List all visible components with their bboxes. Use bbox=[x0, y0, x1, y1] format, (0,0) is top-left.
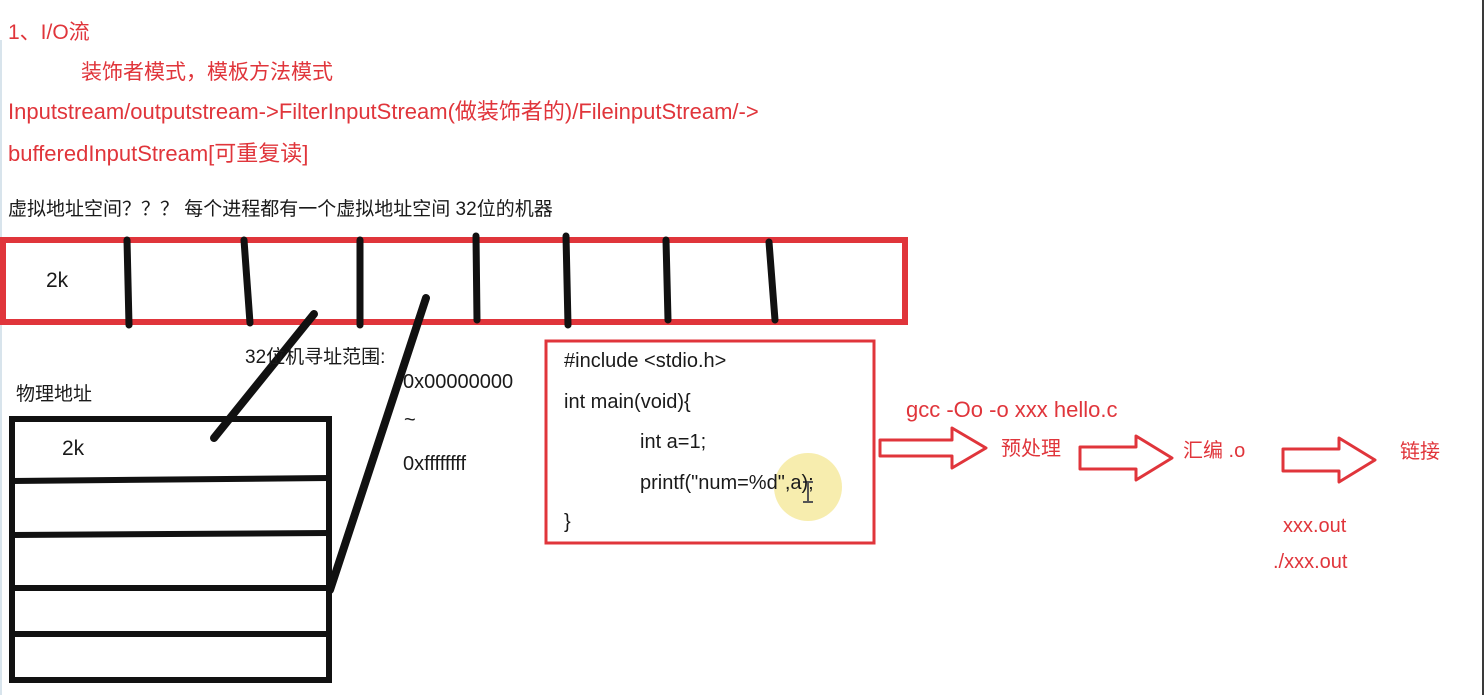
stream-line-1: Inputstream/outputstream->FilterInputStr… bbox=[8, 99, 759, 124]
arrow-icon bbox=[1281, 436, 1377, 484]
address-start: 0x00000000 bbox=[403, 371, 514, 393]
address-tilde: ~ bbox=[404, 409, 416, 431]
code-line-include: #include <stdio.h> bbox=[564, 350, 727, 372]
mapping-line bbox=[326, 294, 430, 594]
run-command: ./xxx.out bbox=[1273, 551, 1348, 573]
virtual-page-label: 2k bbox=[46, 269, 69, 292]
text-cursor-icon bbox=[803, 481, 813, 503]
physical-memory-box bbox=[9, 416, 332, 683]
stream-line-2: bufferedInputStream[可重复读] bbox=[8, 141, 309, 166]
virtual-divider bbox=[123, 236, 133, 329]
virtual-divider bbox=[472, 232, 481, 324]
virtual-address-question: 虚拟地址空间？？？ 每个进程都有一个虚拟地址空间 32位的机器 bbox=[8, 199, 553, 220]
physical-divider bbox=[11, 530, 330, 538]
code-line-close: } bbox=[564, 511, 571, 533]
code-box bbox=[544, 339, 876, 545]
left-edge-line bbox=[0, 40, 2, 695]
virtual-divider bbox=[662, 236, 672, 324]
addressing-range-label: 32位机寻址范围: bbox=[245, 347, 386, 368]
virtual-divider bbox=[765, 238, 779, 324]
physical-page-label: 2k bbox=[62, 437, 85, 460]
output-file: xxx.out bbox=[1283, 515, 1347, 537]
heading-io-stream: 1、I/O流 bbox=[8, 21, 90, 44]
design-patterns-text: 装饰者模式，模板方法模式 bbox=[81, 61, 333, 84]
right-edge-scrollbar bbox=[1482, 0, 1484, 695]
code-line-decl: int a=1; bbox=[640, 431, 707, 453]
step-preprocess: 预处理 bbox=[1001, 438, 1061, 460]
arrow-icon bbox=[878, 426, 988, 470]
physical-address-label: 物理地址 bbox=[16, 384, 93, 405]
physical-divider bbox=[11, 475, 330, 484]
address-end: 0xffffffff bbox=[403, 453, 467, 475]
step-link: 链接 bbox=[1400, 441, 1440, 463]
arrow-icon bbox=[1078, 434, 1174, 482]
virtual-divider bbox=[562, 232, 572, 329]
gcc-command: gcc -Oo -o xxx hello.c bbox=[906, 397, 1118, 422]
code-line-printf: printf("num=%d",a); bbox=[640, 472, 814, 494]
virtual-divider bbox=[240, 236, 254, 327]
virtual-address-box bbox=[0, 237, 908, 325]
code-line-main: int main(void){ bbox=[564, 391, 691, 413]
step-assemble: 汇编 .o bbox=[1183, 440, 1246, 462]
